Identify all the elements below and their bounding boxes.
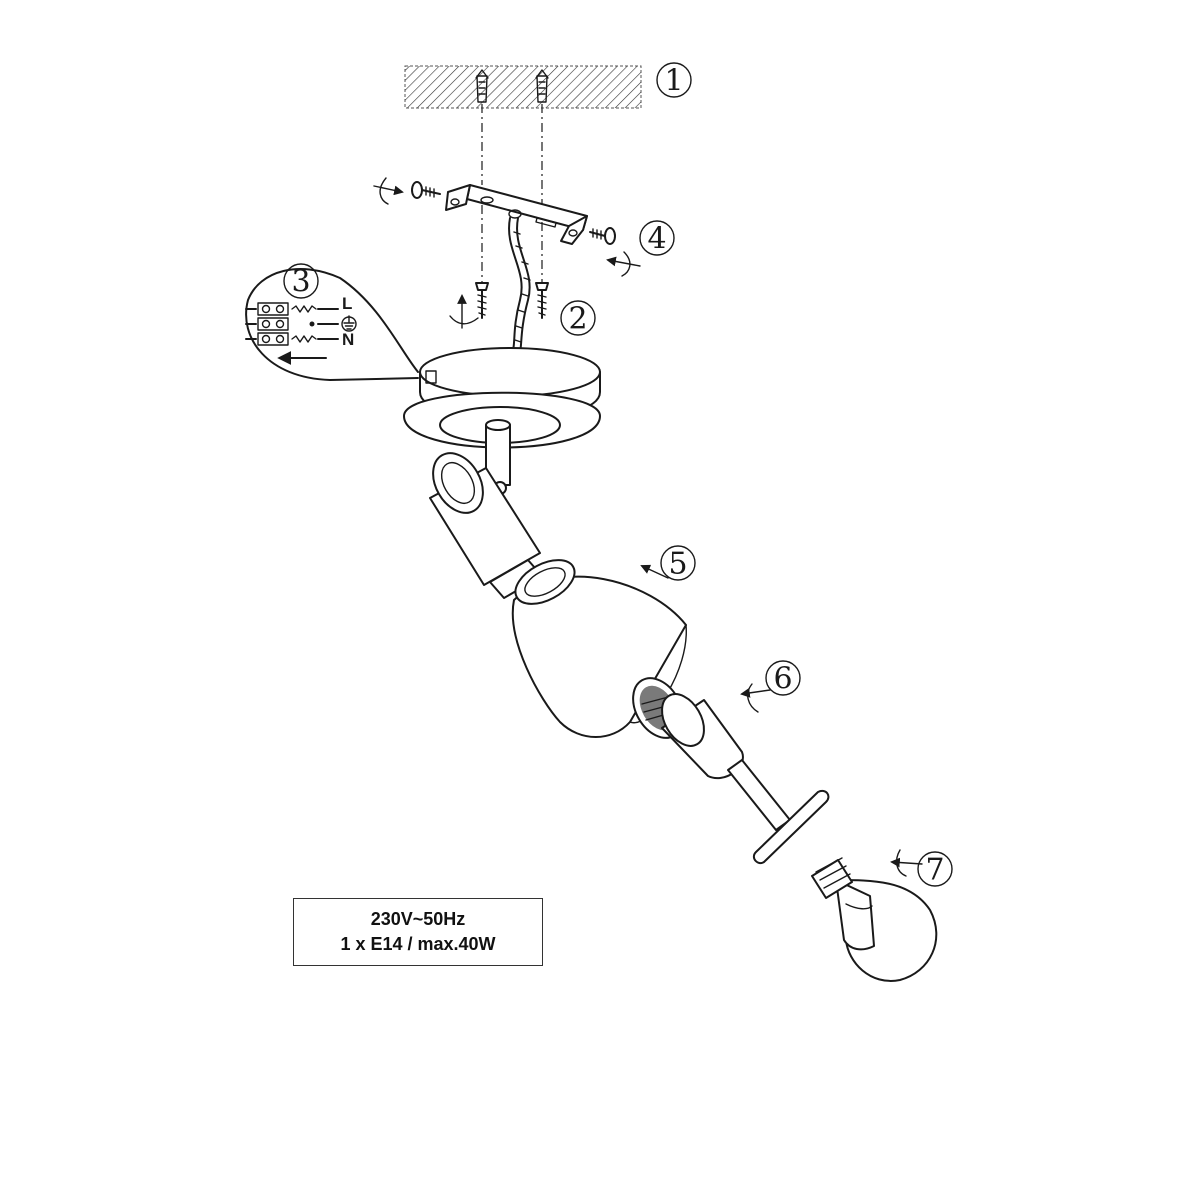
- step-3-label: 3: [283, 263, 319, 300]
- wiring-callout: L N: [245, 268, 419, 381]
- voltage-spec: 230V~50Hz: [370, 909, 466, 929]
- step-1-label: 1: [656, 62, 692, 99]
- bulb-thread: [811, 857, 853, 899]
- step-2-label: 2: [560, 300, 596, 337]
- swivel-arm: [485, 419, 511, 495]
- step-5-label: 5: [660, 545, 696, 582]
- bulb-spec: 1 x E14 / max.40W: [340, 934, 496, 954]
- step-7-label: 7: [917, 851, 953, 888]
- svg-text:1: 1: [664, 64, 683, 99]
- wire-label-live: L: [342, 294, 352, 313]
- step-4-label: 4: [639, 220, 675, 257]
- rotate-arrow-icon: [606, 251, 641, 277]
- ceiling: [404, 65, 642, 109]
- svg-text:2: 2: [568, 302, 587, 337]
- light-bulb: [811, 857, 938, 982]
- wire-terminal-icon: [245, 302, 339, 346]
- rotate-arrow-icon: [449, 294, 479, 329]
- ceiling-section: [404, 65, 642, 205]
- mounting-screw-icon: [411, 181, 441, 199]
- rotate-arrow-icon: [373, 177, 404, 205]
- power-cable: [508, 217, 531, 353]
- ceiling-anchor-icon: [475, 69, 489, 103]
- svg-text:3: 3: [291, 265, 310, 300]
- rotate-arrow-icon: [640, 564, 669, 579]
- mounting-screw-icon: [589, 227, 616, 245]
- rotate-arrow-icon: [890, 849, 923, 877]
- step-6-label: 6: [765, 660, 801, 697]
- earth-symbol-icon: [341, 315, 357, 332]
- svg-text:6: 6: [773, 662, 792, 697]
- spec-box: 230V~50Hz 1 x E14 / max.40W: [293, 898, 543, 966]
- mounting-screw-icon: [475, 282, 489, 319]
- svg-text:4: 4: [647, 222, 666, 257]
- wire-label-neutral: N: [342, 330, 354, 349]
- mounting-bracket: [445, 184, 588, 285]
- ceiling-anchor-icon: [535, 69, 549, 103]
- rotate-arrow-icon: [740, 683, 771, 713]
- lamp-holder-cylinder: [429, 452, 543, 599]
- lamp-socket: [661, 693, 830, 864]
- svg-text:7: 7: [925, 853, 944, 888]
- mounting-screw-icon: [535, 282, 549, 319]
- svg-text:5: 5: [668, 547, 687, 582]
